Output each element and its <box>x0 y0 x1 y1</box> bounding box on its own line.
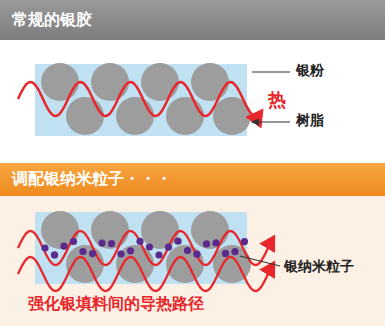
label: 银纳米粒子 <box>284 258 354 276</box>
leader-line <box>252 71 290 72</box>
nano-particle <box>222 250 229 257</box>
nano-particle <box>212 239 219 246</box>
label: 银粉 <box>296 62 324 80</box>
nano-particle <box>184 247 191 254</box>
label: 强化银填料间的导热路径 <box>28 294 204 315</box>
silver-powder <box>191 63 229 101</box>
nano-particle <box>98 240 105 247</box>
nano-particle <box>174 238 181 245</box>
lower-ground <box>0 163 385 326</box>
header-band: 调配银纳米粒子・・・ <box>0 163 385 196</box>
silver-powder <box>191 211 229 249</box>
nano-particle <box>193 251 200 258</box>
header-text: 调配银纳米粒子・・・ <box>12 169 172 190</box>
nano-particle <box>127 247 134 254</box>
nano-particle <box>79 248 86 255</box>
nano-particle <box>231 248 238 255</box>
nano-particle <box>146 243 153 250</box>
heat-path <box>18 82 262 116</box>
nano-particle <box>165 244 172 251</box>
silver-powder <box>41 63 79 101</box>
silver-powder <box>41 211 79 249</box>
nano-particle <box>155 251 162 258</box>
header-band: 常规的银胶 <box>0 0 385 40</box>
label: 树脂 <box>296 112 324 130</box>
silver-powder <box>91 211 129 249</box>
nano-particle <box>60 243 67 250</box>
nano-particle <box>117 250 124 257</box>
silver-powder <box>116 97 154 135</box>
silver-powder <box>166 97 204 135</box>
silver-powder <box>141 211 179 249</box>
silver-powder <box>66 97 104 135</box>
nano-particle <box>241 238 248 245</box>
nano-particle <box>136 238 143 245</box>
leader-line <box>240 256 280 266</box>
heat-path <box>18 257 274 291</box>
label: 热 <box>268 88 286 112</box>
nano-particle <box>89 250 96 257</box>
silver-powder <box>91 63 129 101</box>
resin <box>35 212 247 284</box>
silver-powder <box>141 63 179 101</box>
nano-particle <box>70 238 77 245</box>
header-text: 常规的银胶 <box>12 10 92 31</box>
nano-particle <box>108 240 115 247</box>
nano-particle <box>203 240 210 247</box>
nano-particle <box>41 244 48 251</box>
nano-particle <box>51 251 58 258</box>
silver-powder <box>166 245 204 283</box>
silver-powder <box>66 245 104 283</box>
leader-line <box>252 121 290 122</box>
silver-powder <box>116 245 154 283</box>
